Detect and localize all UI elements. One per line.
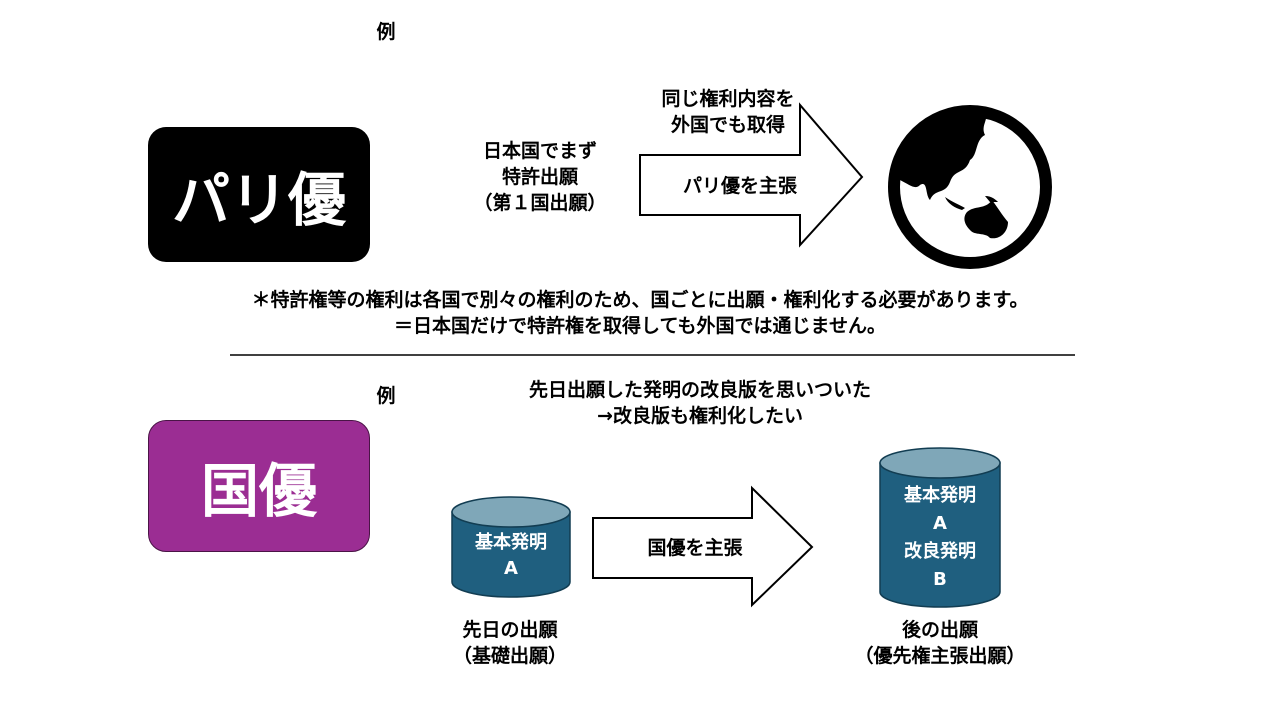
caption-line: （基礎出願） — [452, 645, 567, 667]
domestic-badge: 国優 — [148, 420, 370, 552]
paris-arrow — [639, 102, 864, 248]
arrow-caption-line: 外国でも取得 — [670, 114, 785, 136]
scenario-text: 先日出願した発明の改良版を思いついた →改良版も権利化したい — [450, 377, 950, 429]
arrow-caption: 同じ権利内容を 外国でも取得 — [628, 86, 828, 138]
domestic-arrow-label: 国優を主張 — [647, 537, 743, 559]
base-caption: 先日の出願 （基礎出願） — [420, 617, 600, 669]
example-label: 例 — [376, 21, 396, 43]
caption-line: 先日の出願 — [462, 619, 558, 641]
first-filing-line: 日本国でまず — [482, 140, 597, 162]
first-filing-line: （第１国出願） — [473, 192, 607, 214]
cylinder-line: A — [933, 513, 947, 534]
priority-application-cylinder — [879, 447, 1001, 608]
first-filing-text: 日本国でまず 特許出願 （第１国出願） — [440, 138, 640, 216]
note-line: ＊特許権等の権利は各国で別々の権利のため、国ごとに出願・権利化する必要があります… — [251, 289, 1029, 311]
globe-asia-icon — [888, 105, 1052, 269]
later-cylinder-text: 基本発明 A 改良発明 B — [880, 482, 1000, 594]
arrow-caption-line: 同じ権利内容を — [661, 88, 795, 110]
domestic-arrow — [592, 485, 814, 608]
cylinder-line: A — [504, 558, 518, 579]
example-label: 例 — [376, 385, 396, 407]
scenario-line: 先日出願した発明の改良版を思いついた — [528, 379, 871, 401]
cylinder-line: 基本発明 — [904, 485, 976, 506]
scenario-line: →改良版も権利化したい — [597, 405, 803, 427]
cylinder-line: 改良発明 — [904, 541, 976, 562]
paris-arrow-label: パリ優を主張 — [682, 175, 797, 197]
caption-line: （優先権主張出願） — [854, 645, 1026, 667]
base-application-cylinder — [451, 496, 571, 598]
paris-badge: パリ優 — [148, 127, 370, 262]
base-cylinder-text: 基本発明 A — [452, 530, 570, 582]
notes: ＊特許権等の権利は各国で別々の権利のため、国ごとに出願・権利化する必要があります… — [140, 287, 1140, 339]
caption-line: 後の出願 — [901, 619, 978, 641]
later-caption: 後の出願 （優先権主張出願） — [820, 617, 1060, 669]
first-filing-line: 特許出願 — [501, 166, 578, 188]
note-line: ＝日本国だけで特許権を取得しても外国では通じません。 — [394, 315, 886, 337]
cylinder-line: B — [933, 569, 947, 590]
cylinder-line: 基本発明 — [475, 532, 547, 553]
